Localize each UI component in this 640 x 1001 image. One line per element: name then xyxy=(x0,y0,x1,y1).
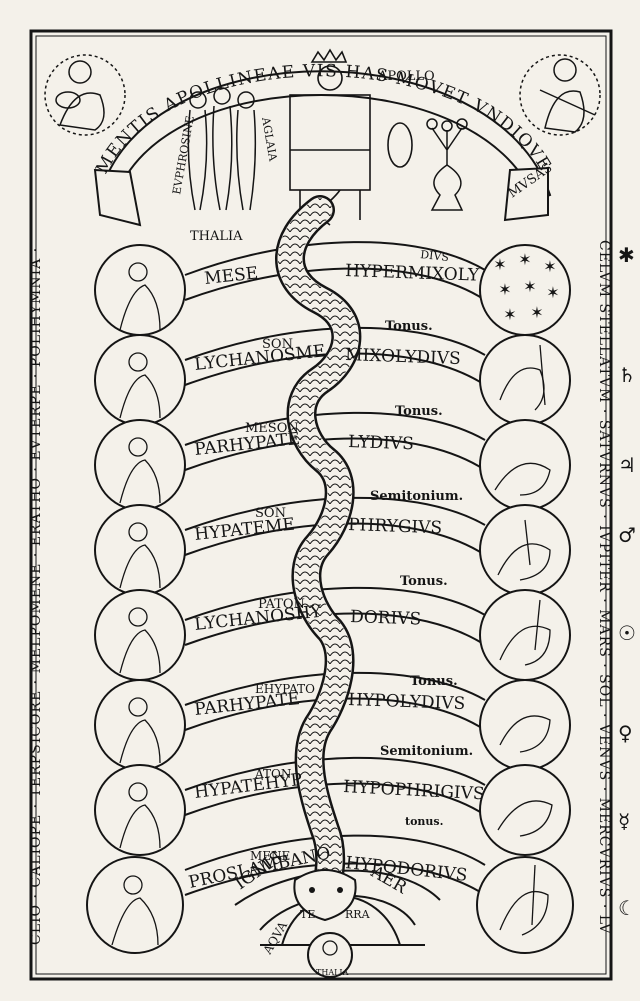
svg-text:✶: ✶ xyxy=(498,280,511,299)
saturn-icon: ♄ xyxy=(618,363,636,387)
banner-scroll-right xyxy=(503,166,549,222)
cherub-violin-right xyxy=(519,54,601,136)
muse-polyhymnia xyxy=(94,334,186,426)
svg-text:✶: ✶ xyxy=(546,283,559,302)
moon-icon: ☾ xyxy=(618,896,636,920)
muse-melpomene xyxy=(94,589,186,681)
svg-text:✶: ✶ xyxy=(523,277,536,296)
muse-figures xyxy=(111,262,161,946)
band-5-above: PATON xyxy=(258,597,305,612)
fixed-stars-icon: ✱ xyxy=(618,243,635,267)
sphere-jupiter xyxy=(479,419,571,511)
band-arc-1 xyxy=(184,241,486,276)
cherub-lute-left xyxy=(44,54,126,136)
muse-erato xyxy=(94,504,186,596)
band-arc-7 xyxy=(184,756,486,791)
sun-icon: ☉ xyxy=(618,621,636,645)
muse-calliope xyxy=(94,764,186,856)
band-2-above: SON xyxy=(262,337,293,352)
apollo-label: APOLLO xyxy=(377,69,435,84)
flower-vase xyxy=(426,118,468,211)
band-6-above: EHYPATO xyxy=(255,682,315,696)
svg-text:✶: ✶ xyxy=(530,303,543,322)
muse-euterpe xyxy=(94,419,186,511)
grace-bottom-label: THALIA xyxy=(190,229,243,244)
muse-medallions xyxy=(86,244,186,954)
band-arc-5 xyxy=(184,586,486,621)
interval-1: Tonus. xyxy=(385,319,433,334)
sphere-moon xyxy=(476,856,574,954)
svg-text:✶: ✶ xyxy=(493,255,506,274)
band-arc-3 xyxy=(184,411,486,446)
svg-text:✶: ✶ xyxy=(503,305,516,324)
planet-medallions xyxy=(476,244,574,954)
band-8-above: MENE xyxy=(250,849,290,863)
banner-scroll-left xyxy=(93,168,142,227)
sphere-venus xyxy=(479,679,571,771)
muse-urania xyxy=(94,244,186,336)
interval-6: Semitonium. xyxy=(380,744,473,759)
mars-icon: ♂ xyxy=(618,523,636,547)
element-earth-left: TE xyxy=(300,908,315,921)
fixed-stars: ✶✶✶ ✶✶✶ ✶✶ xyxy=(493,250,559,324)
serpent xyxy=(275,195,362,922)
lyre-icon xyxy=(387,122,413,168)
mercury-icon: ☿ xyxy=(618,809,630,833)
venus-icon: ♀ xyxy=(618,721,633,745)
band-3-above: MESON xyxy=(245,421,299,436)
element-earth-right: RRA xyxy=(345,908,371,921)
sphere-saturn xyxy=(479,334,571,426)
muse-terpsichore xyxy=(94,679,186,771)
sphere-mars xyxy=(479,504,571,596)
earth-muse-label: THALIA xyxy=(316,968,349,977)
planet-figures xyxy=(494,344,553,936)
svg-text:✶: ✶ xyxy=(518,250,531,269)
band-5-mode: DORIVS xyxy=(350,607,422,629)
band-1-mode: HYPERMIXOLY xyxy=(345,261,480,286)
interval-4: Tonus. xyxy=(400,574,448,589)
interval-7: tonus. xyxy=(405,815,443,828)
harmonic-bands xyxy=(184,241,486,931)
band-6-mode: HYPOLYDIVS xyxy=(348,690,466,714)
band-4-mode: PHRYGIVS xyxy=(348,515,443,538)
sphere-mercury xyxy=(479,764,571,856)
interval-5: Tonus. xyxy=(410,674,458,689)
band-arc-8 xyxy=(184,834,486,871)
band-7-above: ATON xyxy=(254,767,291,781)
band-4-above: SON xyxy=(255,506,286,521)
svg-text:✶: ✶ xyxy=(543,257,556,276)
three-graces xyxy=(187,87,257,211)
band-2-mode: MIXOLYDIVS xyxy=(345,345,461,369)
interval-3: Semitonium. xyxy=(370,489,463,504)
interval-2: Tonus. xyxy=(395,404,443,419)
sphere-sun xyxy=(479,589,571,681)
element-arc-fire xyxy=(234,869,441,906)
serpent-heads xyxy=(293,869,357,922)
jupiter-icon: ♃ xyxy=(618,453,636,477)
band-3-mode: LYDIVS xyxy=(348,432,414,454)
muse-clio xyxy=(86,856,184,954)
band-1-mode-above: DIVS xyxy=(420,248,450,264)
